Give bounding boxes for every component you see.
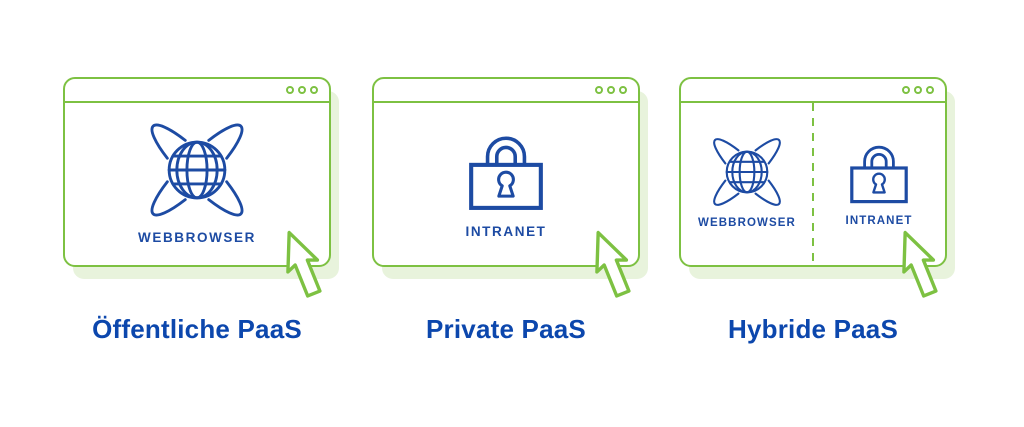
panel-hybrid-paas: WEBBROWSER INTRANET Hybride PaaS — [679, 77, 947, 345]
browser-window: INTRANET — [372, 77, 640, 267]
icon-label: INTRANET — [845, 215, 913, 227]
window-control-dot — [286, 86, 294, 94]
window-control-dot — [595, 86, 603, 94]
globe-network-icon — [712, 137, 782, 207]
hybrid-right-half: INTRANET — [813, 103, 945, 263]
lock-icon — [847, 139, 911, 205]
window-control-dot — [298, 86, 306, 94]
window-titlebar — [65, 79, 329, 103]
window-control-dot — [902, 86, 910, 94]
hybrid-left-half: WEBBROWSER — [681, 103, 813, 263]
globe-network-icon — [149, 122, 245, 218]
window-control-dot — [619, 86, 627, 94]
panel-private-paas: INTRANET Private PaaS — [372, 77, 640, 345]
window-content: WEBBROWSER — [65, 103, 329, 263]
panel-caption: Öffentliche PaaS — [92, 314, 302, 344]
panel-public-paas: WEBBROWSER Öffentliche PaaS — [63, 77, 331, 345]
window-content: WEBBROWSER INTRANET — [681, 103, 945, 263]
icon-label: WEBBROWSER — [698, 217, 796, 229]
window-control-dot — [926, 86, 934, 94]
lock-icon — [465, 128, 547, 212]
icon-label: INTRANET — [465, 223, 547, 239]
panel-caption: Private PaaS — [426, 314, 586, 344]
window-control-dot — [914, 86, 922, 94]
window-titlebar — [374, 79, 638, 103]
window-control-dot — [310, 86, 318, 94]
browser-window: WEBBROWSER INTRANET — [679, 77, 947, 267]
icon-label: WEBBROWSER — [138, 229, 256, 245]
split-divider — [812, 103, 814, 263]
window-content: INTRANET — [374, 103, 638, 263]
panel-caption: Hybride PaaS — [727, 314, 899, 344]
window-titlebar — [681, 79, 945, 103]
window-control-dot — [607, 86, 615, 94]
browser-window: WEBBROWSER — [63, 77, 331, 267]
